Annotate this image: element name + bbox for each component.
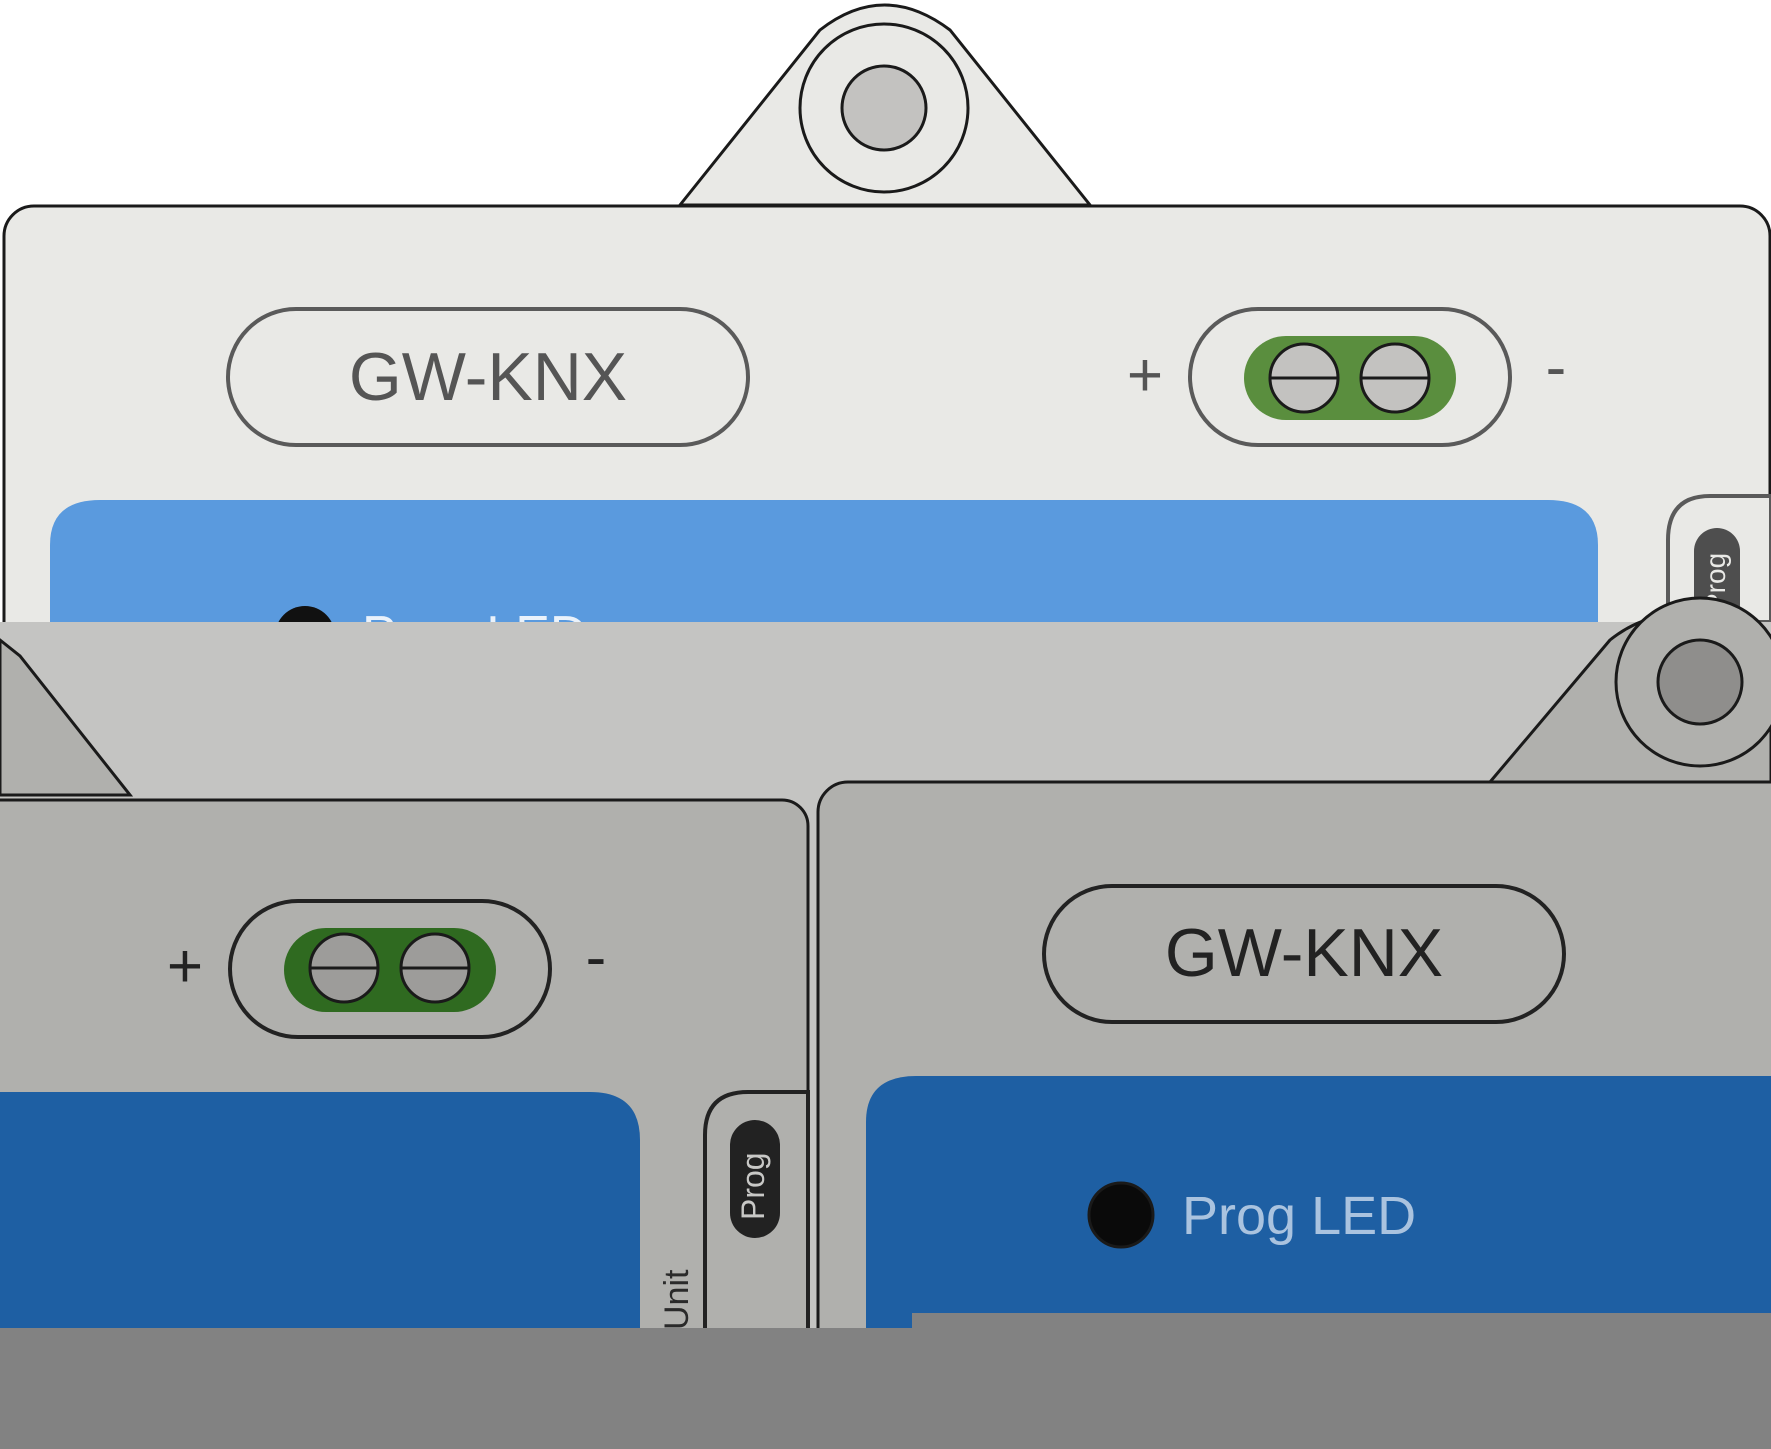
terminal-plus-label: +	[167, 932, 203, 1001]
prog-button-label: Prog	[735, 1152, 771, 1220]
front-panel-blue-left	[0, 1092, 640, 1330]
mounting-hole-icon	[1656, 638, 1744, 726]
model-label-pill	[1042, 884, 1566, 1024]
front-panel-blue-right	[866, 1076, 1771, 1330]
terminal-minus-label: -	[1546, 333, 1567, 402]
terminal-screw-icon	[1268, 342, 1340, 414]
model-label-pill	[226, 307, 750, 447]
bottom-bar	[0, 1328, 1771, 1449]
model-label-text: GW-KNX	[349, 339, 627, 415]
side-label: Unit	[658, 1269, 696, 1330]
mounting-tab-left	[0, 638, 134, 797]
terminal-plus-label: +	[1127, 341, 1163, 410]
terminal-screw-icon	[1359, 342, 1431, 414]
mounting-hole-icon	[840, 64, 928, 152]
terminal-screw-icon	[399, 932, 471, 1004]
prog-led-icon	[1087, 1181, 1155, 1249]
terminal-minus-label: -	[586, 923, 607, 992]
model-label-text: GW-KNX	[1165, 915, 1443, 991]
prog-button[interactable]	[730, 1120, 780, 1238]
terminal-screw-icon	[308, 932, 380, 1004]
device-bottom-left: + - Prog Unit	[0, 638, 810, 1362]
device-bottom-right: GW-KNX Prog LED	[816, 596, 1771, 1384]
front-panel-blue-top	[50, 500, 1598, 622]
prog-led-label: Prog LED	[1182, 1186, 1416, 1246]
device-top: GW-KNX + - Prog Prog LED	[2, 3, 1771, 666]
